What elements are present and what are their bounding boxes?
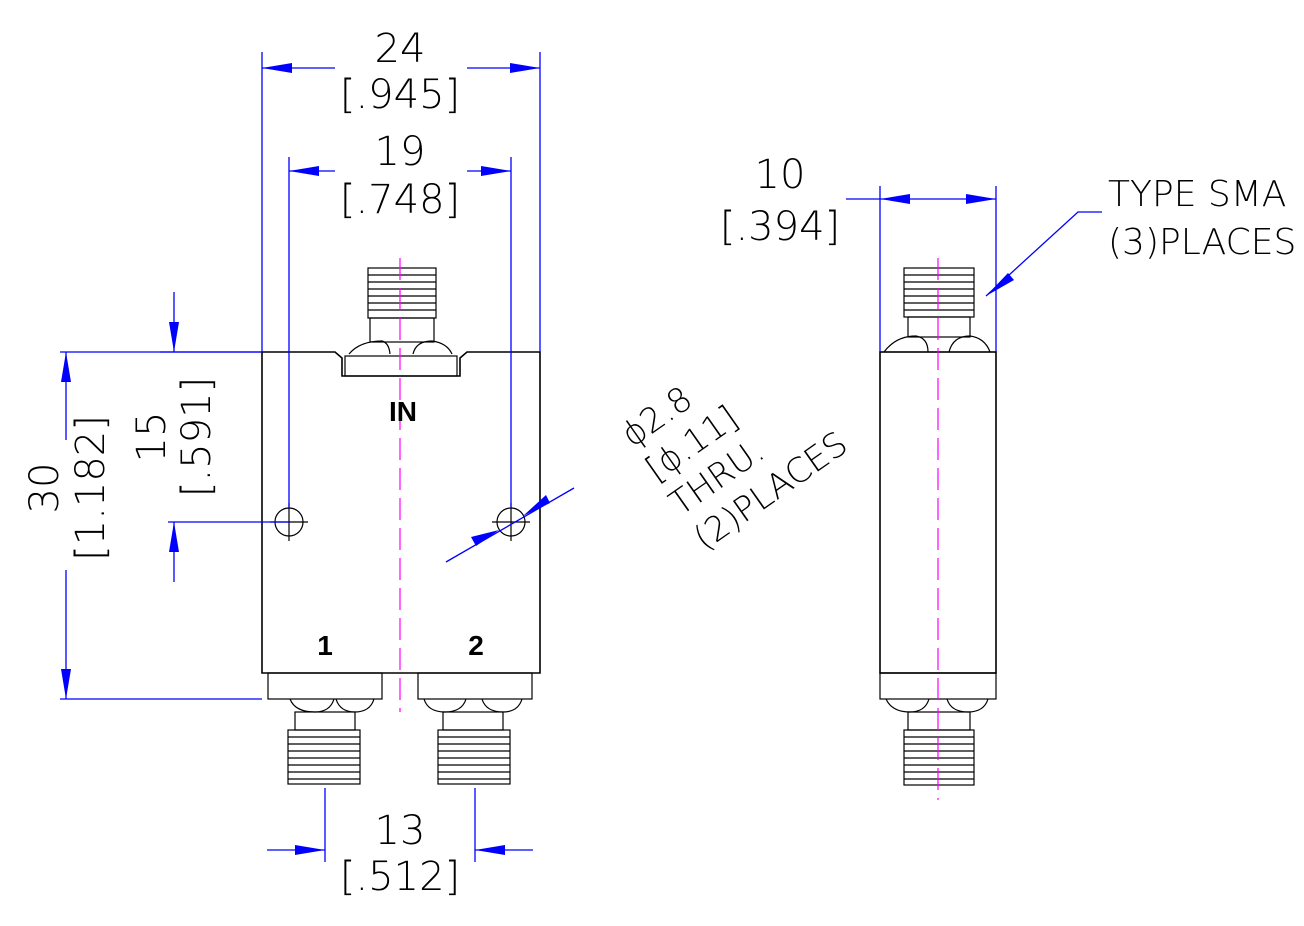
dim-thickness-inch: [.394] [720,204,840,250]
hole-diameter-callout: ϕ2.8 [ϕ.11] THRU. (2)PLACES [445,379,855,563]
dim-width-mm: 24 [375,26,426,72]
dim-hole-height-inch: [.591] [174,377,220,497]
port-label-2: 2 [468,630,484,661]
output-connector-2 [417,672,533,785]
dim-output-spacing-mm: 13 [375,808,426,854]
dim-height-mm: 30 [22,463,68,514]
side-view [879,258,997,800]
dimension-hole-height-15: 15 [.591] [129,292,289,582]
dim-height-inch: [1.182] [68,415,114,561]
mounting-hole-right [492,503,530,541]
dim-thickness-mm: 10 [755,152,806,198]
dimension-output-spacing-13: 13 [.512] [267,788,533,900]
sma-callout-line2: (3)PLACES [1108,222,1296,263]
dim-hole-height-mm: 15 [129,412,175,463]
dim-output-spacing-inch: [.512] [340,854,460,900]
dimension-height-30: 30 [1.182] [22,351,262,700]
dim-hole-spacing-inch: [.748] [340,177,460,223]
input-connector [344,267,458,377]
dim-width-inch: [.945] [340,72,460,118]
port-label-1: 1 [317,630,333,661]
dimension-hole-spacing-19: 19 [.748] [288,129,512,508]
dim-hole-spacing-mm: 19 [375,129,426,175]
dimension-thickness-10: 10 [.394] [720,152,997,352]
port-label-in: IN [389,396,417,427]
sma-callout-line1: TYPE SMA [1108,174,1286,215]
sma-connector-callout: TYPE SMA (3)PLACES [985,174,1296,297]
front-view: IN 1 2 [261,258,541,785]
dimension-width-24: 24 [.945] [261,26,541,352]
output-connector-1 [267,672,383,785]
input-thread [368,274,436,311]
